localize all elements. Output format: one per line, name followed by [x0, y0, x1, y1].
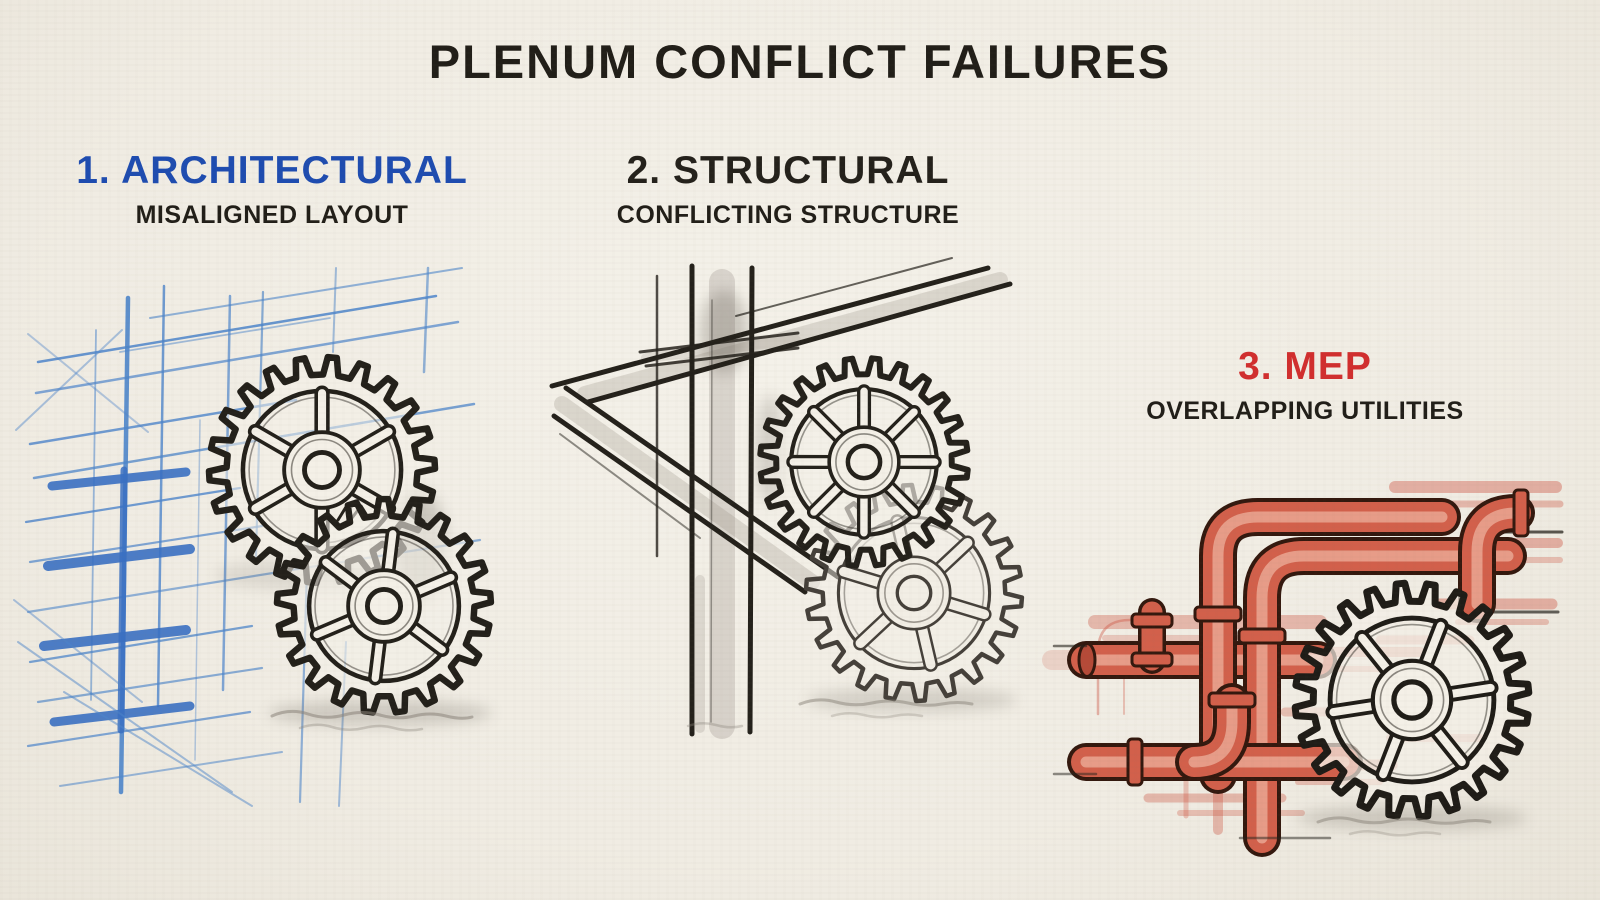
- gear-shadow-squiggle: [830, 712, 924, 719]
- gear-shadow-squiggle: [298, 723, 424, 732]
- pipe: [1477, 488, 1528, 604]
- open-pipe-end: [1077, 642, 1097, 678]
- section-mep-heading: 3. MEP: [1238, 345, 1372, 388]
- gear-icon: [757, 355, 971, 569]
- pipe-coupling: [1130, 612, 1174, 666]
- beam-shadow-squiggle: [686, 722, 744, 729]
- gear-icon: [1291, 579, 1533, 821]
- pipe-elbow-riser: [1194, 693, 1257, 762]
- section-mep-subtitle: OVERLAPPING UTILITIES: [1146, 396, 1464, 425]
- section-architectural-heading: 1. ARCHITECTURAL: [76, 149, 468, 192]
- blueprint-grid-icon: [13, 266, 482, 807]
- mep-illustration: [1042, 481, 1564, 842]
- structural-illustration: [549, 257, 1025, 739]
- gear-shadow-squiggle: [1348, 830, 1442, 837]
- architectural-illustration: [13, 266, 495, 807]
- section-structural-heading: 2. STRUCTURAL: [626, 149, 950, 192]
- gear-shadow-squiggle: [1316, 816, 1492, 825]
- steel-beams-icon: [549, 257, 1013, 739]
- page-title: PLENUM CONFLICT FAILURES: [428, 35, 1172, 88]
- pipe: [1079, 644, 1318, 677]
- section-structural-subtitle: CONFLICTING STRUCTURE: [616, 200, 960, 229]
- section-mep-header: 3. MEP OVERLAPPING UTILITIES: [1100, 345, 1510, 426]
- section-structural-header: 2. STRUCTURAL CONFLICTING STRUCTURE: [538, 149, 1038, 230]
- section-architectural-header: 1. ARCHITECTURAL MISALIGNED LAYOUT: [12, 149, 532, 230]
- pipe: [1086, 737, 1344, 787]
- gear-shadow-squiggle: [270, 709, 474, 720]
- pipe: [1193, 517, 1442, 775]
- pipe: [1237, 556, 1508, 838]
- section-architectural-subtitle: MISALIGNED LAYOUT: [135, 200, 409, 229]
- gear-shadow-squiggle: [798, 698, 974, 707]
- gear-icon: [273, 495, 495, 716]
- pipe-edge-lines: [1052, 530, 1564, 840]
